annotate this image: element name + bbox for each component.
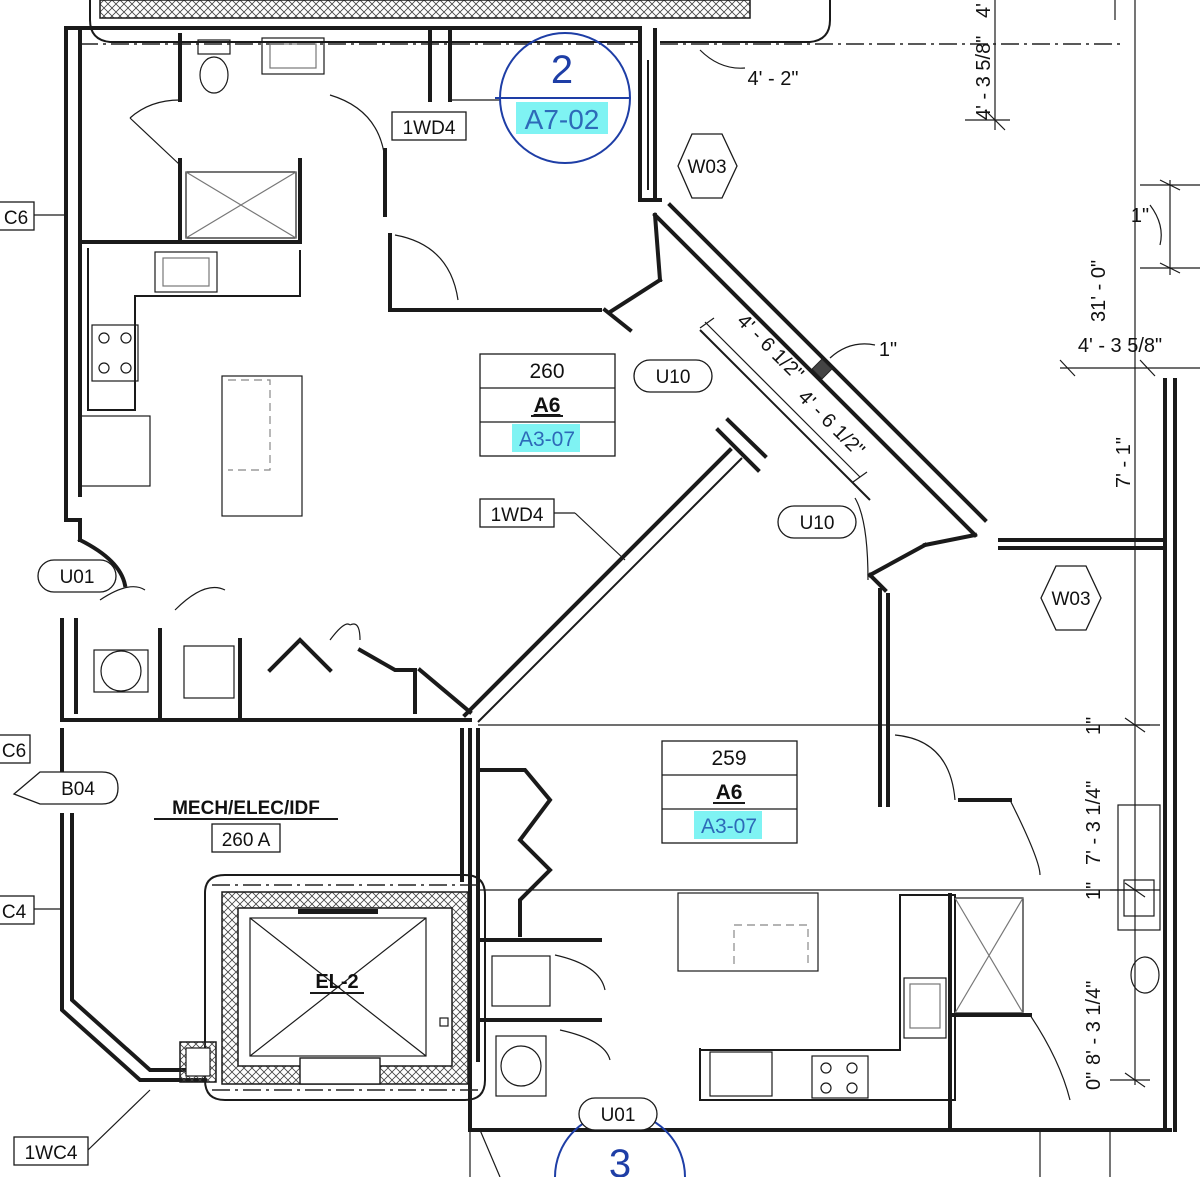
mech-room-tag: MECH/ELEC/IDF 260 A (154, 798, 338, 853)
dimension-text: 7' - 1" (1113, 437, 1135, 488)
door-tag-text: U10 (656, 367, 691, 388)
wall-tag-c6-b[interactable]: C6 (0, 734, 31, 764)
dimension-text: 4' - 3 5/8" (973, 36, 995, 120)
room-number: 259 (711, 747, 746, 770)
dimension-text: 8' - 3 1/4" (1083, 981, 1105, 1065)
wall-tag-text: 1WD4 (403, 118, 456, 139)
elevator-label: EL-2 (315, 971, 358, 993)
door-tag-text: B04 (61, 779, 95, 800)
section-mark-2[interactable]: 2 A7-02 (495, 32, 631, 164)
dimension-text: 4' (973, 3, 995, 18)
wall-tag-1wd4-top[interactable]: 1WD4 (391, 111, 467, 141)
room-tag-259[interactable]: 259 A6 A3-07 (661, 740, 798, 844)
dimension-text: 4' - 3 5/8" (1078, 335, 1162, 357)
wall-tag-text: C6 (2, 741, 26, 762)
window-tag-w03-right[interactable]: W03 (1040, 565, 1102, 631)
top-corridor (80, 0, 1120, 45)
door-tag-u01-b[interactable]: U01 (578, 1097, 658, 1131)
room-number: 260 A (222, 830, 271, 851)
door-tag-b04[interactable]: B04 (12, 771, 119, 805)
elevator-tag: EL-2 (310, 971, 364, 994)
window-tag-text: W03 (1051, 589, 1090, 610)
wall-tag-c6-a[interactable]: C6 (0, 201, 66, 231)
room-sheet-link[interactable]: A3-07 (701, 815, 757, 838)
section-sheet-link[interactable]: A7-02 (525, 104, 600, 135)
dimension-text: 1" (879, 339, 897, 361)
door-tag-text: U10 (800, 513, 835, 534)
unit-260-walls (60, 26, 662, 722)
door-tag-u10-b[interactable]: U10 (777, 505, 857, 539)
window-tag-text: W03 (687, 157, 726, 178)
room-tag-260[interactable]: 260 A6 A3-07 (479, 353, 616, 457)
door-tag-u10-a[interactable]: U10 (633, 359, 713, 393)
room-type: A6 (534, 394, 561, 417)
room-number: 260 (529, 360, 564, 383)
door-tag-text: U01 (60, 567, 95, 588)
room-sheet-link[interactable]: A3-07 (519, 428, 575, 451)
dimension-text: 1" (1083, 717, 1105, 735)
dimension-text: 1" (1083, 882, 1105, 900)
section-number-3: 3 (609, 1142, 631, 1177)
room-name: MECH/ELEC/IDF (172, 798, 320, 819)
wall-tag-1wc4[interactable]: 1WC4 (13, 1089, 151, 1166)
dimension-text: 1" (1131, 205, 1149, 227)
unit-259-walls (468, 378, 1177, 1177)
dimension-text: 4' - 6 1/2" (793, 386, 868, 461)
window-tag-w03-top[interactable]: W03 (677, 133, 738, 199)
wall-tag-text: C4 (2, 902, 27, 923)
dimension-lines (699, 0, 1200, 1088)
wall-tag-1wd4-mid[interactable]: 1WD4 (479, 498, 626, 561)
door-tag-u01-a[interactable]: U01 (37, 559, 117, 593)
dimension-text: 31' - 0" (1088, 260, 1110, 322)
section-number: 2 (551, 48, 573, 92)
wall-tag-text: 1WC4 (25, 1143, 78, 1164)
room-type: A6 (716, 781, 743, 804)
sheet-ref-highlight (516, 102, 608, 134)
mech-room-walls (60, 728, 486, 1101)
dimension-text: 4' - 2" (748, 68, 799, 90)
wall-tag-c4[interactable]: C4 (0, 895, 62, 925)
door-tag-text: U01 (601, 1105, 636, 1126)
dimension-text: 7' - 3 1/4" (1083, 781, 1105, 865)
diagonal-walls (462, 202, 988, 807)
wall-tag-text: 1WD4 (491, 505, 544, 526)
wall-tag-text: C6 (4, 208, 28, 229)
dimension-text: 0" (1083, 1072, 1105, 1090)
